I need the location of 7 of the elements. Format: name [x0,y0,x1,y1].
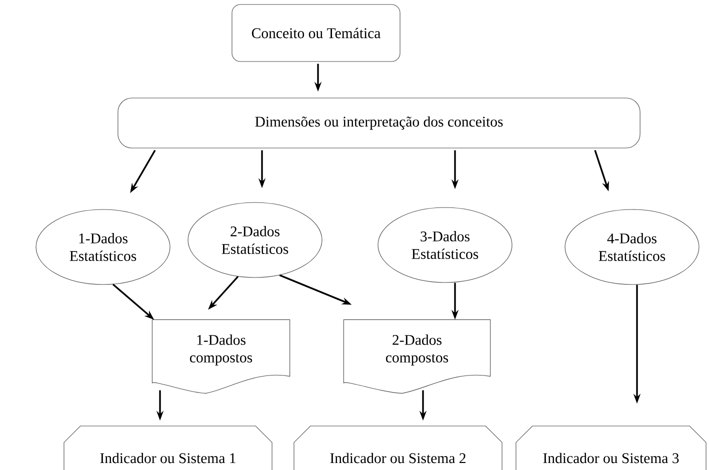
indicator-box: Indicador ou Sistema 1 [64,426,272,470]
indicator-box: Indicador ou Sistema 3 [516,426,706,470]
indicator-box: Indicador ou Sistema 2 [294,426,502,470]
document-shape: 1-Dados compostos [152,319,290,394]
concept-box: Conceito ou Temática [232,4,400,62]
document-shape: 2-Dados compostos [343,319,491,394]
dimension-box: Dimensões ou interpretação dos conceitos [118,98,640,148]
